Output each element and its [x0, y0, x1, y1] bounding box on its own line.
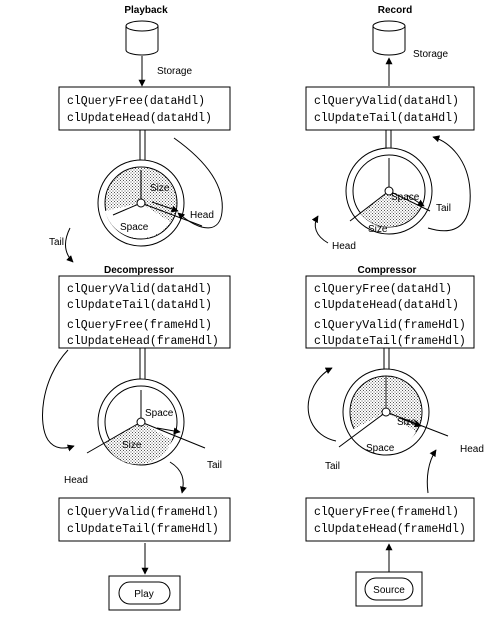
playback-box-2-line-2: clUpdateTail(dataHdl) — [67, 299, 212, 312]
playback-ring-2-head: Head — [64, 475, 88, 486]
playback-ring-buffer-1 — [97, 159, 203, 247]
record-box-2 — [305, 275, 475, 349]
playback-ring-2-space: Space — [145, 408, 174, 419]
playback-box-3-line-2: clUpdateTail(frameHdl) — [67, 523, 219, 536]
record-ring-2-size: Size — [397, 417, 417, 428]
playback-ring-1-tail: Tail — [49, 237, 64, 248]
record-box-2-line-1: clQueryFree(dataHdl) — [314, 283, 452, 296]
record-box-3 — [305, 497, 475, 542]
source-endpoint-label: Source — [373, 585, 405, 596]
record-box-2-line-3: clQueryValid(frameHdl) — [314, 319, 466, 332]
play-endpoint-label: Play — [134, 589, 153, 600]
record-ring-2-tail: Tail — [325, 461, 340, 472]
record-box-3-line-1: clQueryFree(frameHdl) — [314, 506, 459, 519]
playback-box-2-line-3: clQueryFree(frameHdl) — [67, 319, 212, 332]
record-box-2-line-2: clUpdateHead(dataHdl) — [314, 299, 459, 312]
playback-storage-label: Storage — [157, 66, 192, 77]
playback-ring-2-tail: Tail — [207, 460, 222, 471]
playback-box-1-line-1: clQueryFree(dataHdl) — [67, 95, 205, 108]
record-ring-1-size: Size — [368, 224, 388, 235]
record-ring-buffer-1 — [345, 147, 433, 235]
record-box-1 — [305, 86, 475, 131]
record-box-1-line-2: clUpdateTail(dataHdl) — [314, 112, 459, 125]
record-title: Record — [378, 5, 412, 16]
playback-storage-cylinder-icon — [125, 20, 159, 56]
playback-ring-2-size: Size — [122, 440, 142, 451]
playback-ring-1-space: Space — [120, 222, 149, 233]
record-ring-1-head: Head — [332, 241, 356, 252]
playback-box-2-line-1: clQueryValid(dataHdl) — [67, 283, 212, 296]
record-storage-label: Storage — [413, 49, 448, 60]
playback-ring-1-head: Head — [190, 210, 214, 221]
record-ring-1-tail: Tail — [436, 203, 451, 214]
playback-box-3 — [58, 497, 231, 542]
playback-ring-buffer-2 — [86, 378, 206, 466]
record-ring-buffer-2 — [338, 368, 449, 456]
record-box-2-line-4: clUpdateTail(frameHdl) — [314, 335, 466, 348]
record-storage-cylinder-icon — [372, 20, 406, 56]
decompressor-title: Decompressor — [104, 265, 174, 276]
playback-box-3-line-1: clQueryValid(frameHdl) — [67, 506, 219, 519]
playback-box-2 — [58, 275, 231, 349]
record-box-3-line-2: clUpdateHead(frameHdl) — [314, 523, 466, 536]
record-ring-2-space: Space — [366, 443, 395, 454]
record-ring-2-head: Head — [460, 444, 484, 455]
playback-box-2-line-4: clUpdateHead(frameHdl) — [67, 335, 219, 348]
record-ring-1-space: Space — [391, 192, 420, 203]
compressor-title: Compressor — [358, 265, 417, 276]
playback-title: Playback — [124, 5, 168, 16]
playback-box-1-line-2: clUpdateHead(dataHdl) — [67, 112, 212, 125]
record-box-1-line-1: clQueryValid(dataHdl) — [314, 95, 459, 108]
playback-ring-1-size: Size — [150, 183, 170, 194]
source-endpoint-pill — [364, 577, 414, 601]
play-endpoint-pill — [118, 581, 171, 605]
